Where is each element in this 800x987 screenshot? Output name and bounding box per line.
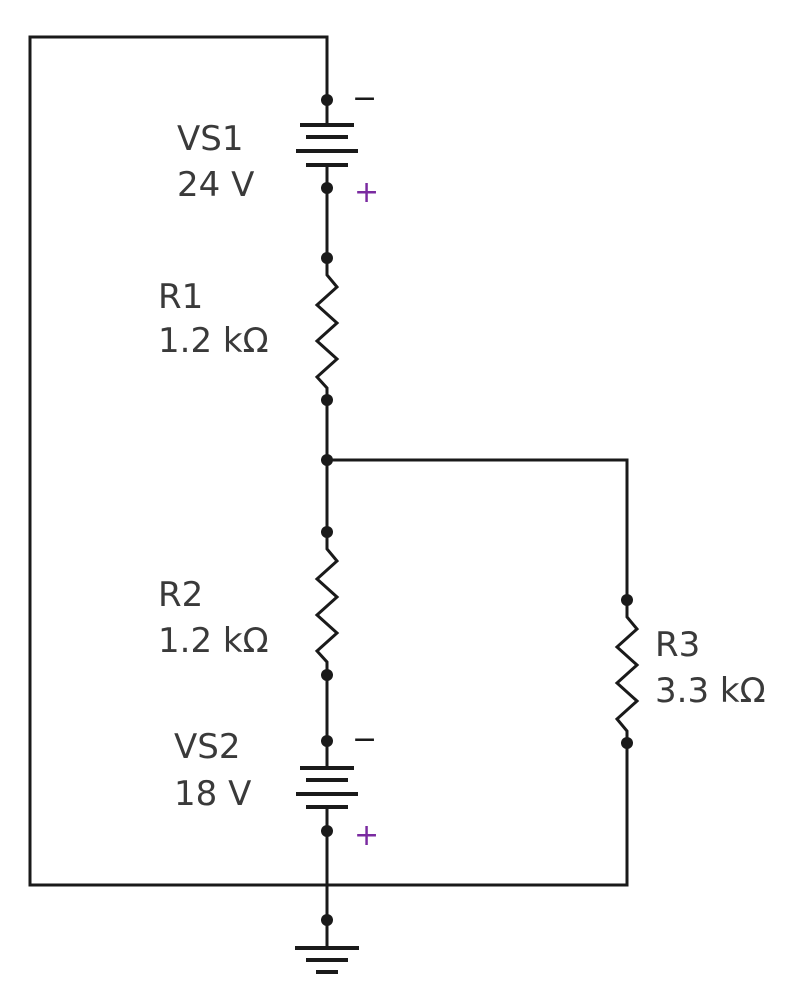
vs1-name-label: VS1: [177, 119, 243, 159]
node-dot: [321, 182, 333, 194]
r3-value-label: 3.3 kΩ: [655, 671, 766, 711]
node-dot: [321, 394, 333, 406]
resistor-icon: [614, 600, 640, 743]
node-dot: [621, 594, 633, 606]
nodes: [321, 94, 633, 926]
battery-icon: [296, 766, 358, 809]
vs2-negative-mark: −: [352, 722, 377, 757]
r1-value-label: 1.2 kΩ: [158, 321, 269, 361]
vs2-value-label: 18 V: [174, 774, 251, 814]
node-dot: [321, 526, 333, 538]
ground-icon: [295, 946, 359, 974]
node-dot: [321, 669, 333, 681]
vs2-positive-mark: +: [354, 818, 379, 853]
node-dot: [321, 454, 333, 466]
r2-name-label: R2: [158, 575, 203, 615]
vs1-negative-mark: −: [352, 81, 377, 116]
node-dot: [321, 735, 333, 747]
node-dot: [621, 737, 633, 749]
wires: [28, 35, 629, 947]
wire-branch-r3-top: [325, 458, 629, 602]
node-dot: [321, 914, 333, 926]
r3-name-label: R3: [655, 625, 700, 665]
node-dot: [321, 825, 333, 837]
wire-outer-loop: [28, 35, 329, 887]
vs1-value-label: 24 V: [177, 165, 254, 205]
resistor-icon: [314, 532, 340, 675]
battery-icon: [296, 123, 358, 167]
r1-name-label: R1: [158, 277, 203, 317]
vs1-positive-mark: +: [354, 175, 379, 210]
wire-branch-r3-bottom: [325, 741, 629, 887]
node-dot: [321, 252, 333, 264]
resistor-icon: [314, 258, 340, 400]
node-dot: [321, 94, 333, 106]
vs2-name-label: VS2: [174, 727, 240, 767]
r2-value-label: 1.2 kΩ: [158, 621, 269, 661]
